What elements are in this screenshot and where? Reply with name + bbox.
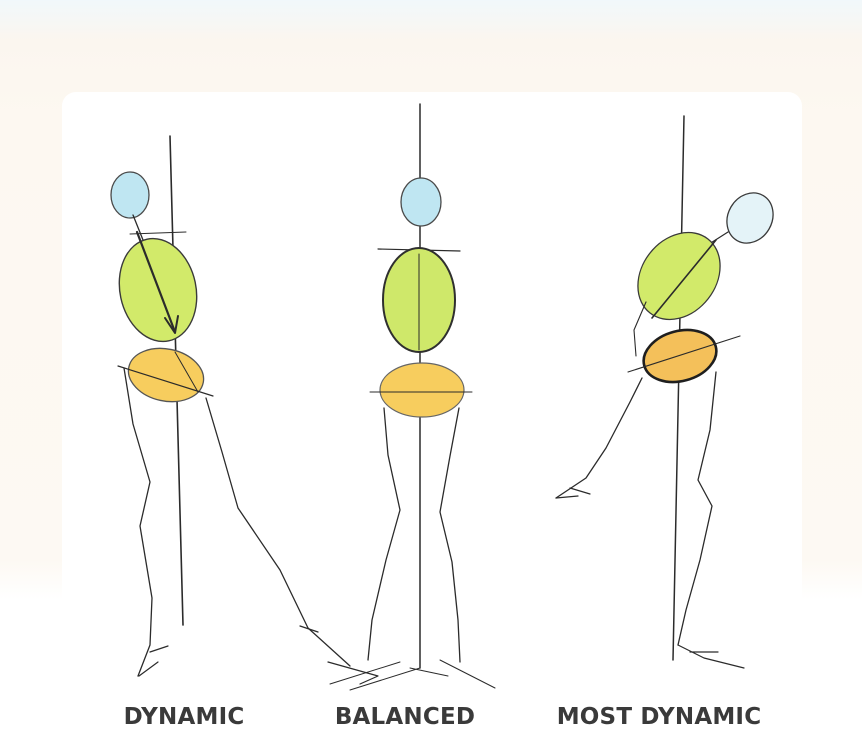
pelvis-shape	[123, 342, 208, 409]
caption-balanced: BALANCED	[318, 700, 492, 734]
plumb-line	[673, 116, 684, 660]
torso-shape	[621, 216, 737, 336]
head-shape	[718, 184, 782, 251]
right-leg	[678, 372, 716, 645]
caption-dynamic: DYNAMIC	[104, 700, 264, 734]
right-leg	[206, 398, 350, 666]
pose-sketches	[0, 0, 862, 700]
left-foot	[556, 488, 590, 498]
caption-most-dynamic: MOST DYNAMIC	[534, 700, 784, 734]
head-shape	[401, 178, 441, 226]
ground-marks	[330, 660, 495, 690]
figure-dynamic	[110, 136, 378, 684]
back-line	[634, 302, 646, 356]
right-foot	[678, 645, 744, 668]
figure-balanced	[330, 104, 495, 690]
left-leg	[368, 408, 400, 660]
left-leg	[124, 368, 152, 676]
figure-most-dynamic	[556, 116, 782, 668]
pelvis-shape	[638, 322, 722, 389]
head-shape	[111, 172, 149, 218]
right-leg	[440, 408, 460, 662]
left-leg	[556, 378, 642, 498]
right-foot	[300, 626, 378, 684]
pelvis-shape	[380, 363, 464, 417]
